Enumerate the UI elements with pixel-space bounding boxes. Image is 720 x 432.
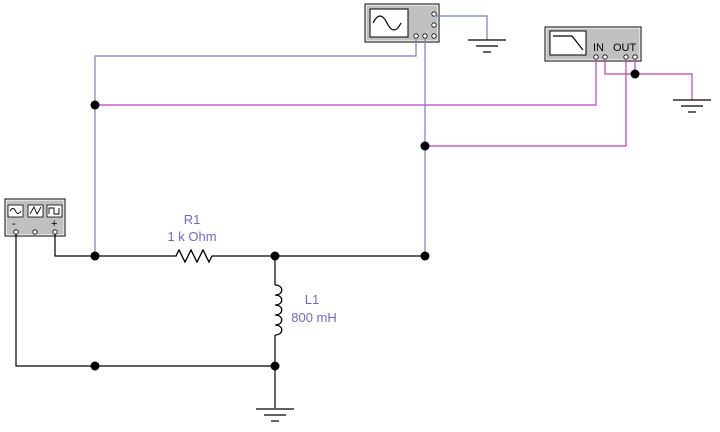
- sine-wave-icon: [9, 208, 22, 214]
- ground-symbol-bode: [673, 99, 711, 113]
- junction-node[interactable]: [420, 141, 430, 151]
- fgen-minus-terminal[interactable]: [13, 229, 19, 235]
- bode-out-terminal-1[interactable]: [623, 54, 629, 60]
- resistor-name-label: R1: [184, 212, 201, 227]
- oscilloscope[interactable]: [364, 3, 440, 43]
- triangle-wave-icon: [29, 205, 42, 216]
- inductor-l1[interactable]: [274, 284, 283, 336]
- resistor-r1[interactable]: [172, 248, 215, 264]
- junction-node[interactable]: [420, 251, 430, 261]
- bode-screen: [549, 30, 587, 56]
- ground-symbol-circuit: [256, 408, 294, 422]
- junction-node[interactable]: [630, 69, 640, 79]
- oscilloscope-terminal-b[interactable]: [422, 33, 428, 39]
- lowpass-curve-icon: [553, 35, 584, 51]
- fgen-plus-terminal[interactable]: [52, 229, 58, 235]
- bode-plotter[interactable]: IN OUT: [544, 26, 642, 62]
- oscilloscope-screen: [369, 8, 409, 38]
- oscilloscope-wires: [94, 15, 488, 256]
- bode-out-terminal-2[interactable]: [632, 54, 638, 60]
- function-generator[interactable]: - +: [4, 198, 66, 237]
- circuit-wires: [15, 234, 425, 408]
- bode-in-terminal-2[interactable]: [602, 54, 608, 60]
- junction-node[interactable]: [90, 251, 100, 261]
- bode-in-label: IN: [593, 42, 604, 54]
- fgen-minus-label: -: [12, 218, 16, 230]
- inductor-value-label: 800 mH: [291, 310, 337, 325]
- bode-out-label: OUT: [613, 42, 637, 54]
- fgen-plus-label: +: [51, 218, 57, 230]
- fgen-common-terminal[interactable]: [32, 229, 38, 235]
- ground-symbol-oscilloscope: [468, 39, 506, 53]
- square-wave-icon: [48, 207, 60, 215]
- junction-node[interactable]: [90, 361, 100, 371]
- inductor-name-label: L1: [305, 292, 319, 307]
- sine-wave-icon: [372, 15, 402, 31]
- resistor-value-label: 1 k Ohm: [167, 229, 216, 244]
- junction-node[interactable]: [270, 251, 280, 261]
- bode-in-terminal-1[interactable]: [593, 54, 599, 60]
- junction-nodes: [90, 69, 640, 371]
- bode-wires: [95, 59, 693, 147]
- oscilloscope-terminal-a[interactable]: [413, 33, 419, 39]
- junction-node[interactable]: [270, 361, 280, 371]
- junction-node[interactable]: [90, 100, 100, 110]
